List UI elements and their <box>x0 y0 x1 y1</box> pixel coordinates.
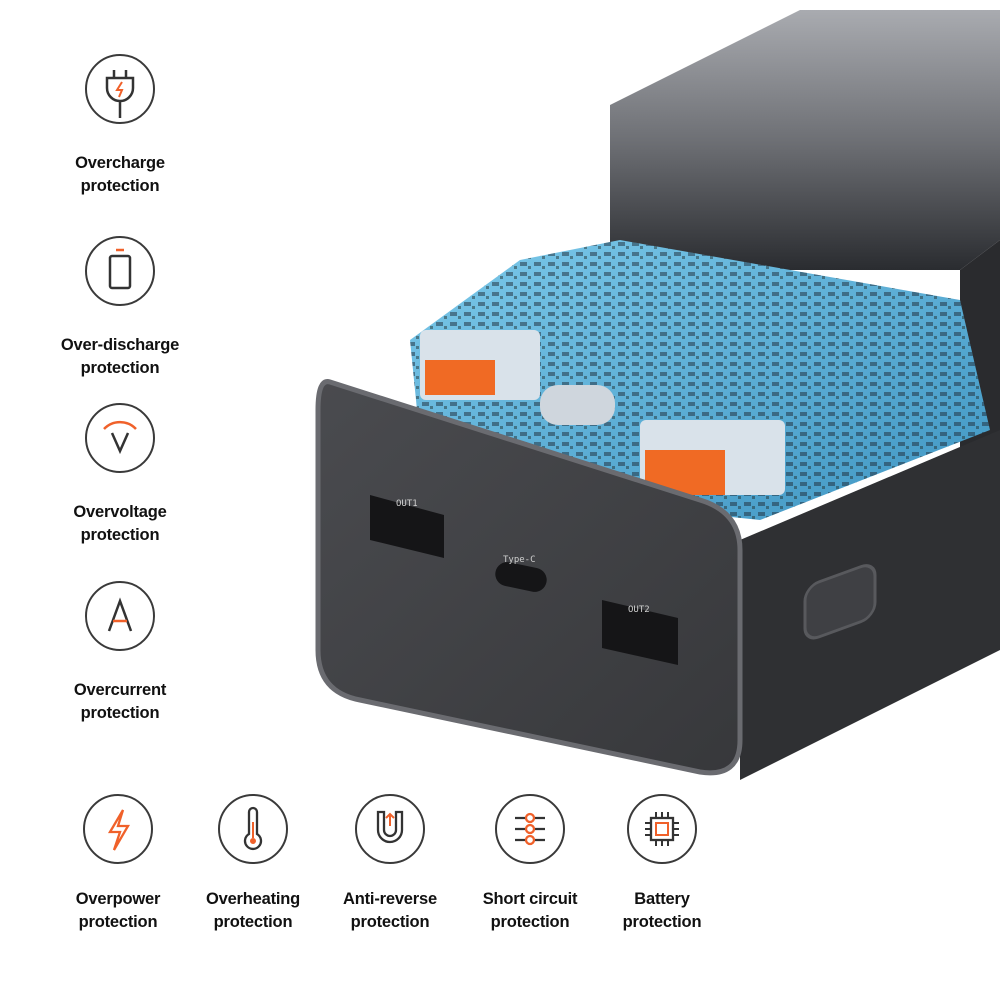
label: protection <box>80 177 160 195</box>
label: protection <box>213 913 293 931</box>
magnet-icon <box>355 794 425 864</box>
label: protection <box>80 526 160 544</box>
label: protection <box>80 359 160 377</box>
usb-a-port-out2 <box>602 600 678 665</box>
usb-a-port-out1 <box>370 495 444 558</box>
feature-overheating: Overheating protection <box>163 794 343 934</box>
label: Battery <box>634 890 690 908</box>
circuit-icon <box>495 794 565 864</box>
usb-a-port-internal <box>420 330 540 400</box>
label: protection <box>350 913 430 931</box>
current-icon <box>85 581 155 651</box>
lightning-icon <box>83 794 153 864</box>
label: Overheating <box>205 890 301 908</box>
power-bank-image: OUT1 Type-C OUT2 <box>315 10 1000 780</box>
port-label-typec: Type-C <box>503 555 536 565</box>
usb-a-port-internal <box>640 420 785 495</box>
front-ports: OUT1 Type-C OUT2 <box>370 495 678 665</box>
feature-overvoltage: Overvoltage protection <box>30 403 210 547</box>
feature-short-circuit: Short circuit protection <box>440 794 620 934</box>
label: protection <box>490 913 570 931</box>
label: protection <box>622 913 702 931</box>
chip-icon <box>627 794 697 864</box>
label: Overcurrent <box>73 681 167 699</box>
label: Overcharge <box>75 154 165 172</box>
label: Over-discharge <box>60 336 180 354</box>
circuit-board <box>410 240 990 520</box>
plug-icon <box>85 54 155 124</box>
label: protection <box>78 913 158 931</box>
label: Overvoltage <box>73 503 167 521</box>
usb-c-port-internal <box>540 385 615 425</box>
label: protection <box>80 704 160 722</box>
usb-c-port <box>495 562 547 592</box>
feature-anti-reverse: Anti-reverse protection <box>300 794 480 934</box>
label: Overpower <box>75 890 161 908</box>
thermometer-icon <box>218 794 288 864</box>
feature-overpower: Overpower protection <box>28 794 208 934</box>
label: Anti-reverse <box>343 890 437 908</box>
feature-battery: Battery protection <box>572 794 752 934</box>
port-label-out2: OUT2 <box>628 605 650 615</box>
feature-overcurrent: Overcurrent protection <box>30 581 210 725</box>
feature-over-discharge: Over-discharge protection <box>30 236 210 380</box>
voltage-icon <box>85 403 155 473</box>
label: Short circuit <box>482 890 578 908</box>
port-label-out1: OUT1 <box>396 499 418 509</box>
feature-overcharge: Overcharge protection <box>30 54 210 198</box>
battery-icon <box>85 236 155 306</box>
